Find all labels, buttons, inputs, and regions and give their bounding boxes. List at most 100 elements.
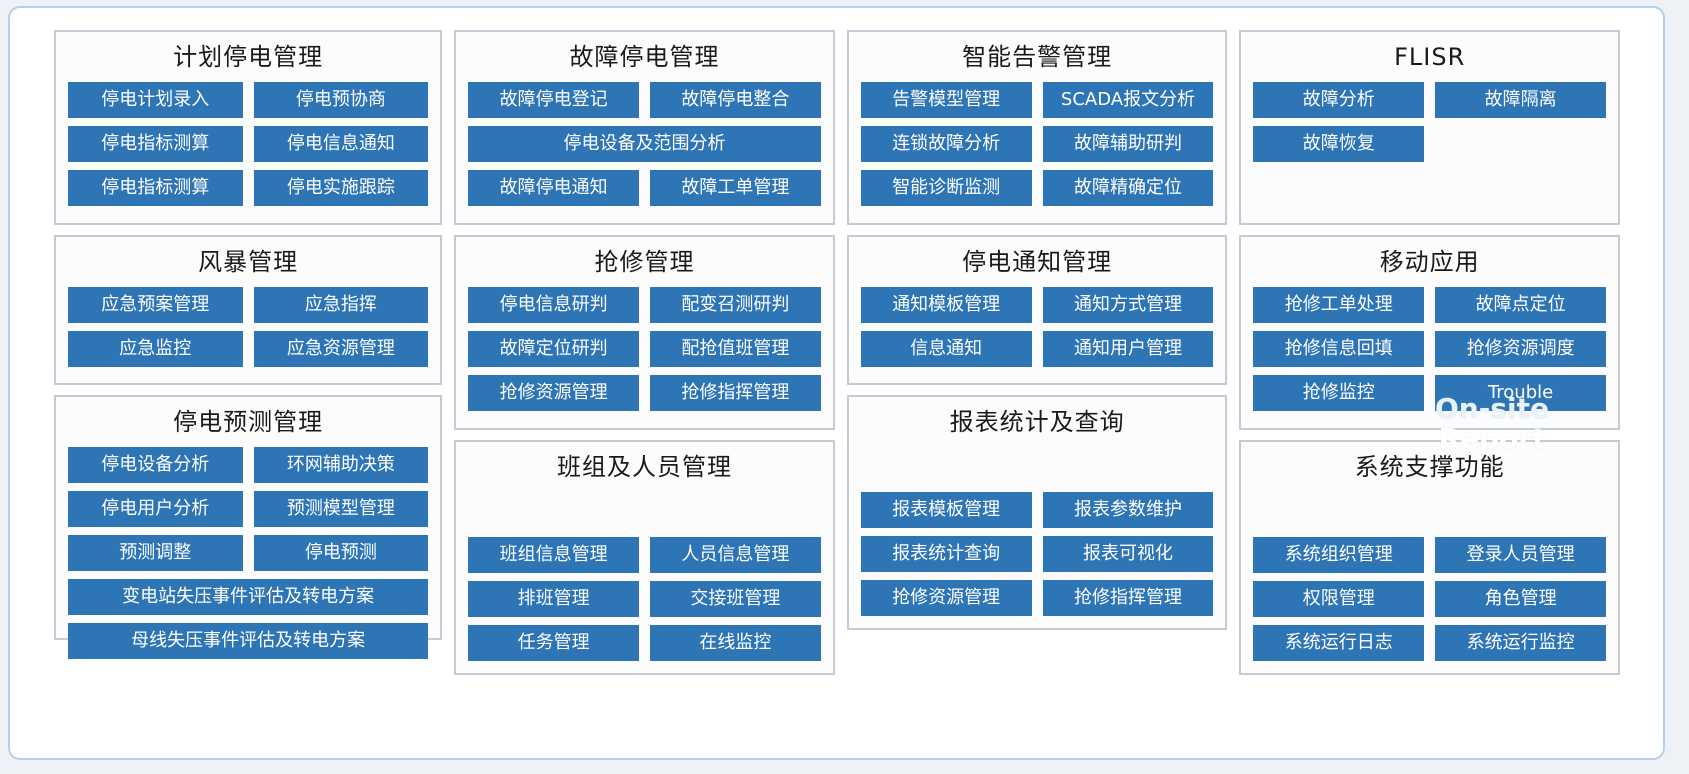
- module-button[interactable]: 抢修资源管理: [860, 580, 1032, 616]
- button-row: 故障恢复: [1253, 126, 1606, 162]
- module-button[interactable]: 应急资源管理: [253, 331, 429, 367]
- module-button[interactable]: 停电信息通知: [253, 126, 429, 162]
- module-button[interactable]: 连锁故障分析: [860, 126, 1032, 162]
- module-button[interactable]: 通知方式管理: [1042, 287, 1214, 323]
- module-button[interactable]: 故障工单管理: [650, 170, 821, 206]
- panel-spacer: [861, 447, 1214, 492]
- module-button[interactable]: 交接班管理: [650, 581, 821, 617]
- panel-fault-outage: 故障停电管理 故障停电登记 故障停电整合 停电设备及范围分析 故障停电通知 故障…: [454, 30, 835, 225]
- module-button[interactable]: 权限管理: [1253, 581, 1425, 617]
- panel-mobile-application: 移动应用 抢修工单处理 故障点定位 抢修信息回填 抢修资源调度 抢修监控 Tro…: [1239, 235, 1620, 454]
- module-button[interactable]: 故障点定位: [1435, 287, 1606, 323]
- button-row: 停电计划录入 停电预协商: [68, 82, 429, 118]
- panel-title: 停电预测管理: [173, 408, 324, 436]
- module-button[interactable]: 系统组织管理: [1253, 537, 1425, 573]
- column-4: FLISR 故障分析 故障隔离 故障恢复 移动应用 抢修工单处理: [1239, 30, 1620, 742]
- panel-spacer: [468, 492, 821, 537]
- module-button[interactable]: 智能诊断监测: [860, 170, 1032, 206]
- button-grid: 系统组织管理 登录人员管理 权限管理 角色管理 系统运行日志 系统运行监控: [1253, 537, 1606, 661]
- module-button[interactable]: 任务管理: [468, 625, 639, 661]
- module-button[interactable]: SCADA报文分析: [1042, 82, 1214, 118]
- module-button[interactable]: 登录人员管理: [1435, 537, 1606, 573]
- button-row: 报表统计查询 报表可视化: [860, 536, 1214, 572]
- module-button[interactable]: 停电用户分析: [68, 491, 243, 527]
- module-button[interactable]: 应急指挥: [253, 287, 429, 323]
- button-row: 系统运行日志 系统运行监控: [1253, 625, 1606, 661]
- module-button[interactable]: 排班管理: [468, 581, 639, 617]
- module-button[interactable]: 预测模型管理: [253, 491, 429, 527]
- button-row: 任务管理 在线监控: [468, 625, 821, 661]
- button-grid: 抢修工单处理 故障点定位 抢修信息回填 抢修资源调度 抢修监控 Trouble: [1253, 287, 1606, 411]
- button-row: 停电指标测算 停电实施跟踪: [68, 170, 429, 206]
- module-button[interactable]: 抢修指挥管理: [1042, 580, 1214, 616]
- module-button[interactable]: 故障停电登记: [468, 82, 639, 118]
- module-button[interactable]: 停电实施跟踪: [253, 170, 429, 206]
- module-button[interactable]: 变电站失压事件评估及转电方案: [68, 579, 429, 615]
- module-button[interactable]: 配变召测研判: [650, 287, 821, 323]
- module-button[interactable]: 报表可视化: [1042, 536, 1214, 572]
- module-button[interactable]: 报表模板管理: [860, 492, 1032, 528]
- button-row: 通知模板管理 通知方式管理: [860, 287, 1214, 323]
- app-root: 计划停电管理 停电计划录入 停电预协商 停电指标测算 停电信息通知 停电指标测算…: [8, 6, 1665, 760]
- button-row: 抢修资源管理 抢修指挥管理: [860, 580, 1214, 616]
- module-button[interactable]: 告警模型管理: [860, 82, 1032, 118]
- module-button[interactable]: 故障停电整合: [650, 82, 821, 118]
- button-row: 报表模板管理 报表参数维护: [860, 492, 1214, 528]
- module-button[interactable]: 停电信息研判: [468, 287, 639, 323]
- module-button[interactable]: 抢修信息回填: [1253, 331, 1425, 367]
- panel-title: 停电通知管理: [962, 248, 1113, 276]
- module-button[interactable]: 故障定位研判: [468, 331, 639, 367]
- module-button[interactable]: 在线监控: [650, 625, 821, 661]
- module-button[interactable]: 报表参数维护: [1042, 492, 1214, 528]
- button-grid: 通知模板管理 通知方式管理 信息通知 通知用户管理: [860, 287, 1214, 367]
- module-button[interactable]: 故障停电通知: [468, 170, 639, 206]
- module-button[interactable]: 停电预协商: [253, 82, 429, 118]
- module-button[interactable]: 停电计划录入: [68, 82, 243, 118]
- module-button[interactable]: 故障精确定位: [1042, 170, 1214, 206]
- module-button[interactable]: 抢修工单处理: [1253, 287, 1425, 323]
- module-button[interactable]: 信息通知: [860, 331, 1032, 367]
- module-button[interactable]: 故障辅助研判: [1042, 126, 1214, 162]
- module-button[interactable]: 班组信息管理: [468, 537, 639, 573]
- module-button[interactable]: 配抢值班管理: [650, 331, 821, 367]
- module-button[interactable]: 故障恢复: [1253, 126, 1425, 162]
- module-button[interactable]: 角色管理: [1435, 581, 1606, 617]
- module-button[interactable]: 抢修资源调度: [1435, 331, 1606, 367]
- module-button[interactable]: 停电预测: [253, 535, 429, 571]
- panel-report-statistics: 报表统计及查询 报表模板管理 报表参数维护 报表统计查询 报表可视化 抢修资源管…: [846, 395, 1228, 630]
- module-button[interactable]: 抢修资源管理: [468, 375, 639, 411]
- button-row: 故障停电通知 故障工单管理: [468, 170, 821, 206]
- button-grid: 停电计划录入 停电预协商 停电指标测算 停电信息通知 停电指标测算 停电实施跟踪: [68, 82, 429, 206]
- panel-storm-management: 风暴管理 应急预案管理 应急指挥 应急监控 应急资源管理: [54, 235, 443, 385]
- module-button[interactable]: 停电设备及范围分析: [468, 126, 821, 162]
- panel-spacer: [1253, 492, 1606, 537]
- module-button[interactable]: 停电指标测算: [68, 170, 243, 206]
- button-grid: 应急预案管理 应急指挥 应急监控 应急资源管理: [68, 287, 429, 367]
- module-button[interactable]: 故障隔离: [1435, 82, 1606, 118]
- module-button[interactable]: 环网辅助决策: [253, 447, 429, 483]
- module-button[interactable]: 停电指标测算: [68, 126, 243, 162]
- module-button[interactable]: Trouble: [1435, 375, 1606, 411]
- module-button[interactable]: 应急预案管理: [68, 287, 243, 323]
- panel-crew-personnel: 班组及人员管理 班组信息管理 人员信息管理 排班管理 交接班管理 任务管理 在线…: [454, 440, 835, 675]
- module-button[interactable]: 应急监控: [68, 331, 243, 367]
- panel-emergency-repair: 抢修管理 停电信息研判 配变召测研判 故障定位研判 配抢值班管理 抢修资源管理 …: [454, 235, 835, 430]
- button-row: 信息通知 通知用户管理: [860, 331, 1214, 367]
- module-button[interactable]: 人员信息管理: [650, 537, 821, 573]
- module-button[interactable]: 抢修指挥管理: [650, 375, 821, 411]
- button-row: 停电设备分析 环网辅助决策: [68, 447, 429, 483]
- module-button[interactable]: 系统运行监控: [1435, 625, 1606, 661]
- module-button[interactable]: 报表统计查询: [860, 536, 1032, 572]
- button-row: 告警模型管理 SCADA报文分析: [860, 82, 1214, 118]
- module-button[interactable]: 通知模板管理: [860, 287, 1032, 323]
- module-button[interactable]: 预测调整: [68, 535, 243, 571]
- panel-title: FLISR: [1394, 43, 1466, 71]
- module-button[interactable]: 系统运行日志: [1253, 625, 1425, 661]
- module-button[interactable]: 抢修监控: [1253, 375, 1425, 411]
- button-row: 排班管理 交接班管理: [468, 581, 821, 617]
- button-row: 停电设备及范围分析: [468, 126, 821, 162]
- module-button[interactable]: 通知用户管理: [1042, 331, 1214, 367]
- module-button[interactable]: 故障分析: [1253, 82, 1425, 118]
- module-button[interactable]: 停电设备分析: [68, 447, 243, 483]
- module-button[interactable]: 母线失压事件评估及转电方案: [68, 623, 429, 659]
